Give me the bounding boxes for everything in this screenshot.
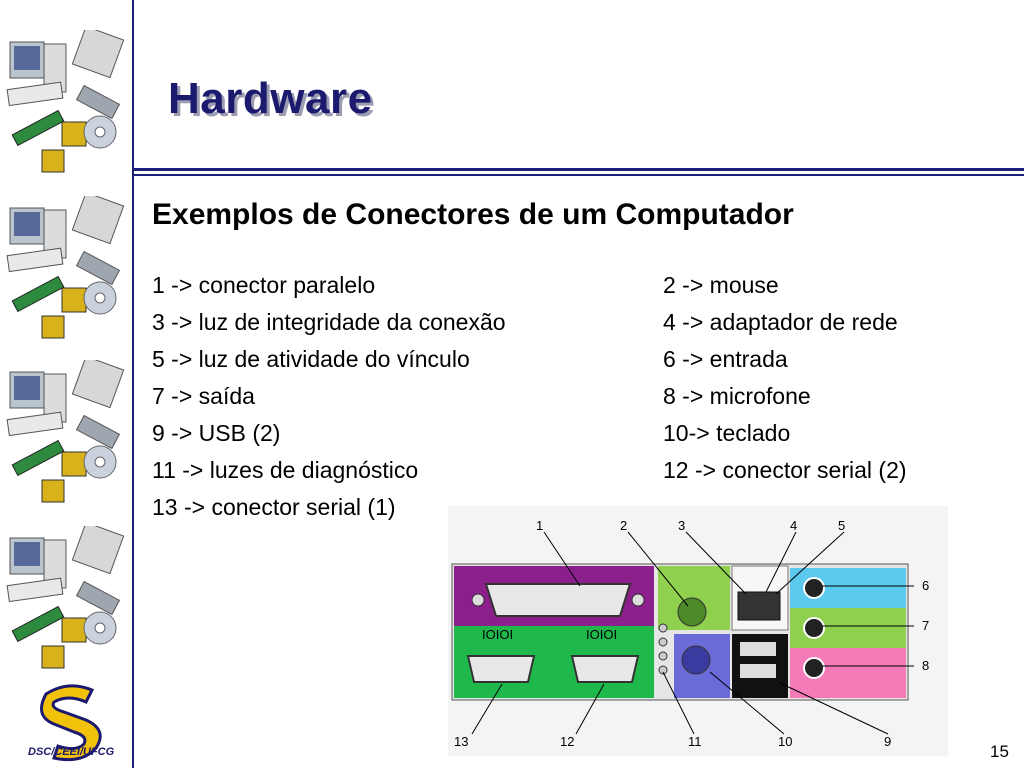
serial-label: IOIOI [586,627,617,642]
list-item: 13 -> conector serial (1) [152,494,396,520]
header-rule [134,174,1024,176]
list-item: 7 -> saída [152,383,255,409]
callout-number: 3 [678,518,685,533]
list-item: 3 -> luz de integridade da conexão [152,309,506,335]
list-item: 11 -> luzes de diagnóstico [152,457,419,483]
serial-label: IOIOI [482,627,513,642]
callout-number: 10 [778,734,792,749]
diagnostic-light-icon [658,637,668,647]
slide-subtitle: Exemplos de Conectores de um Computador [152,198,794,231]
header-rule [134,168,1024,171]
list-row: 7 -> saída 8 -> microfone [152,383,972,420]
serial-port-icon [570,655,640,683]
logo-text: DSC/CEEI/UFCG [28,746,115,758]
slide-title: Hardware [168,74,373,123]
list-row: 5 -> luz de atividade do vínculo 6 -> en… [152,346,972,383]
computer-clipart-icon [4,360,128,510]
computer-clipart-icon [4,196,128,346]
list-item: 9 -> USB (2) [152,420,281,446]
list-row: 1 -> conector paralelo 2 -> mouse [152,272,972,309]
callout-number: 6 [922,578,929,593]
diagnostic-light-icon [658,623,668,633]
page-number: 15 [990,742,1009,761]
list-row: 13 -> conector serial (1) [152,494,972,531]
callout-number: 9 [884,734,891,749]
line-in-jack-icon [803,577,825,599]
list-row: 3 -> luz de integridade da conexão 4 -> … [152,309,972,346]
university-logo-icon [24,680,124,768]
network-port-icon [737,591,781,621]
list-row: 11 -> luzes de diagnóstico 12 -> conecto… [152,457,972,494]
usb-port-icon [740,664,776,678]
callout-number: 5 [838,518,845,533]
callout-number: 13 [454,734,468,749]
callout-number: 2 [620,518,627,533]
vertical-divider [132,0,134,768]
callout-number: 8 [922,658,929,673]
connector-list: 1 -> conector paralelo 2 -> mouse 3 -> l… [152,272,972,531]
computer-clipart-icon [4,526,128,676]
keyboard-port-icon [681,645,711,675]
callout-number: 4 [790,518,797,533]
callout-number: 11 [688,734,702,749]
diagnostic-light-icon [658,651,668,661]
list-item: 1 -> conector paralelo [152,272,376,298]
list-item: 12 -> conector serial (2) [663,457,907,483]
list-item: 6 -> entrada [663,346,788,372]
list-row: 9 -> USB (2) 10-> teclado [152,420,972,457]
callout-number: 1 [536,518,543,533]
diagnostic-light-icon [658,665,668,675]
list-item: 8 -> microfone [663,383,811,409]
callout-number: 7 [922,618,929,633]
line-out-jack-icon [803,617,825,639]
usb-port-icon [740,642,776,656]
list-item: 5 -> luz de atividade do vínculo [152,346,470,372]
decorative-sidebar: DSC/CEEI/UFCG [0,0,132,768]
mic-jack-icon [803,657,825,679]
serial-port-icon [466,655,536,683]
parallel-port-icon [484,583,632,617]
computer-clipart-icon [4,30,128,180]
list-item: 2 -> mouse [663,272,779,298]
connector-panel-diagram: IOIOI IOIOI [448,506,948,756]
callout-number: 12 [560,734,574,749]
mouse-port-icon [677,597,707,627]
list-item: 4 -> adaptador de rede [663,309,898,335]
list-item: 10-> teclado [663,420,791,446]
